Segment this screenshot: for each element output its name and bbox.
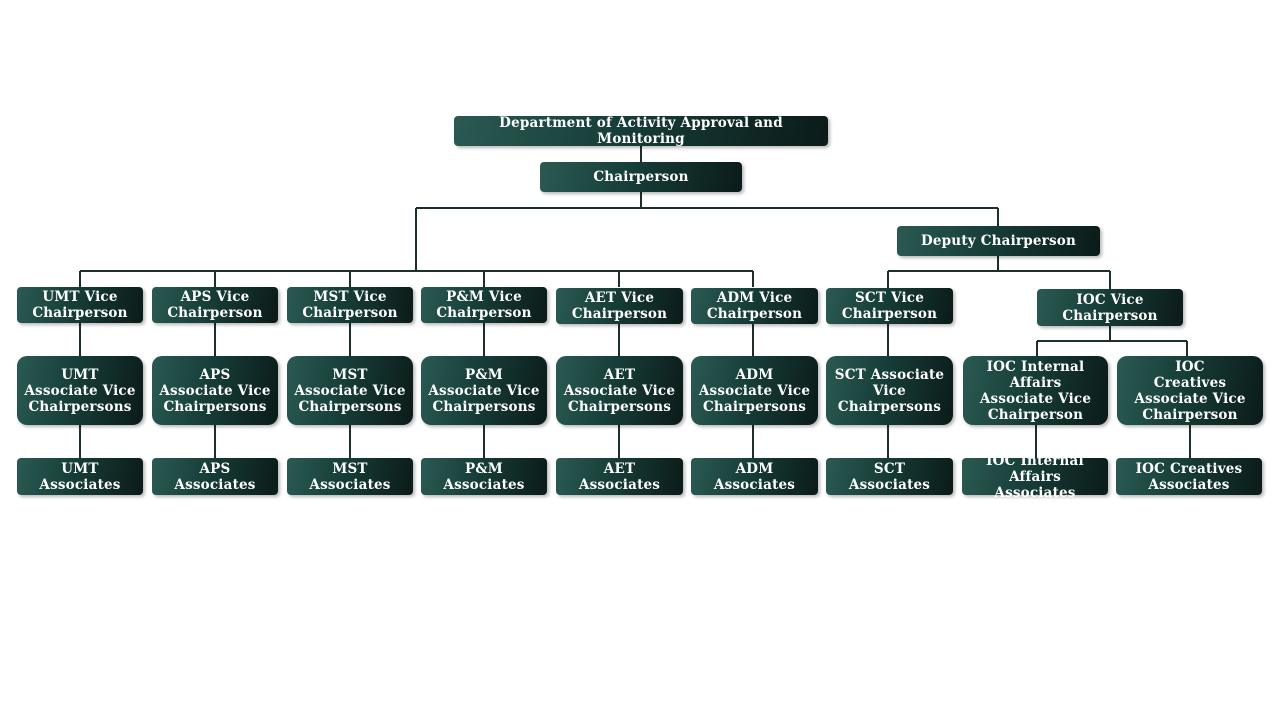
chairperson-node: Chairperson bbox=[540, 162, 742, 192]
aet-associate-vice-node: AET Associate Vice Chairpersons bbox=[556, 356, 683, 425]
ioc-internal-affairs-associates-node: IOC Internal Affairs Associates bbox=[962, 453, 1108, 501]
aet-vice-chairperson-node: AET Vice Chairperson bbox=[556, 288, 683, 324]
sct-associates-node: SCT Associates bbox=[826, 458, 953, 495]
adm-vice-chairperson-node: ADM Vice Chairperson bbox=[691, 288, 818, 324]
ioc-vice-chairperson-node: IOC Vice Chairperson bbox=[1037, 289, 1183, 326]
connector-vice-bus-left bbox=[79, 270, 754, 287]
aps-vice-chairperson-node: APS Vice Chairperson bbox=[152, 287, 278, 323]
mst-associates-node: MST Associates bbox=[287, 458, 413, 495]
department-title: Department of Activity Approval and Moni… bbox=[454, 115, 828, 147]
umt-associates-node: UMT Associates bbox=[17, 458, 143, 495]
sct-associate-vice-node: SCT Associate Vice Chairpersons bbox=[826, 356, 953, 425]
umt-associate-vice-node: UMT Associate Vice Chairpersons bbox=[17, 356, 143, 425]
aps-associate-vice-node: APS Associate Vice Chairpersons bbox=[152, 356, 278, 425]
umt-vice-chairperson-node: UMT Vice Chairperson bbox=[17, 287, 143, 323]
aps-associates-node: APS Associates bbox=[152, 458, 278, 495]
connector-chairperson-split bbox=[415, 192, 999, 271]
connector-deputy-bus bbox=[887, 256, 1111, 289]
connector-ioc-split bbox=[1036, 326, 1188, 356]
deputy-chairperson-node: Deputy Chairperson bbox=[897, 226, 1100, 256]
aet-associates-node: AET Associates bbox=[556, 458, 683, 495]
ioc-internal-affairs-associate-vice-node: IOC Internal Affairs Associate Vice Chai… bbox=[963, 356, 1108, 425]
connector-vice-to-assoc bbox=[79, 323, 889, 356]
pm-associate-vice-node: P&M Associate Vice Chairpersons bbox=[421, 356, 547, 425]
mst-vice-chairperson-node: MST Vice Chairperson bbox=[287, 287, 413, 323]
sct-vice-chairperson-node: SCT Vice Chairperson bbox=[826, 288, 953, 324]
pm-vice-chairperson-node: P&M Vice Chairperson bbox=[421, 287, 547, 323]
connector-assoc-to-associates bbox=[79, 425, 1191, 458]
pm-associates-node: P&M Associates bbox=[421, 458, 547, 495]
adm-associates-node: ADM Associates bbox=[691, 458, 818, 495]
ioc-creatives-associates-node: IOC Creatives Associates bbox=[1116, 458, 1262, 495]
adm-associate-vice-node: ADM Associate Vice Chairpersons bbox=[691, 356, 818, 425]
mst-associate-vice-node: MST Associate Vice Chairpersons bbox=[287, 356, 413, 425]
ioc-creatives-associate-vice-node: IOC Creatives Associate Vice Chairperson bbox=[1117, 356, 1263, 425]
